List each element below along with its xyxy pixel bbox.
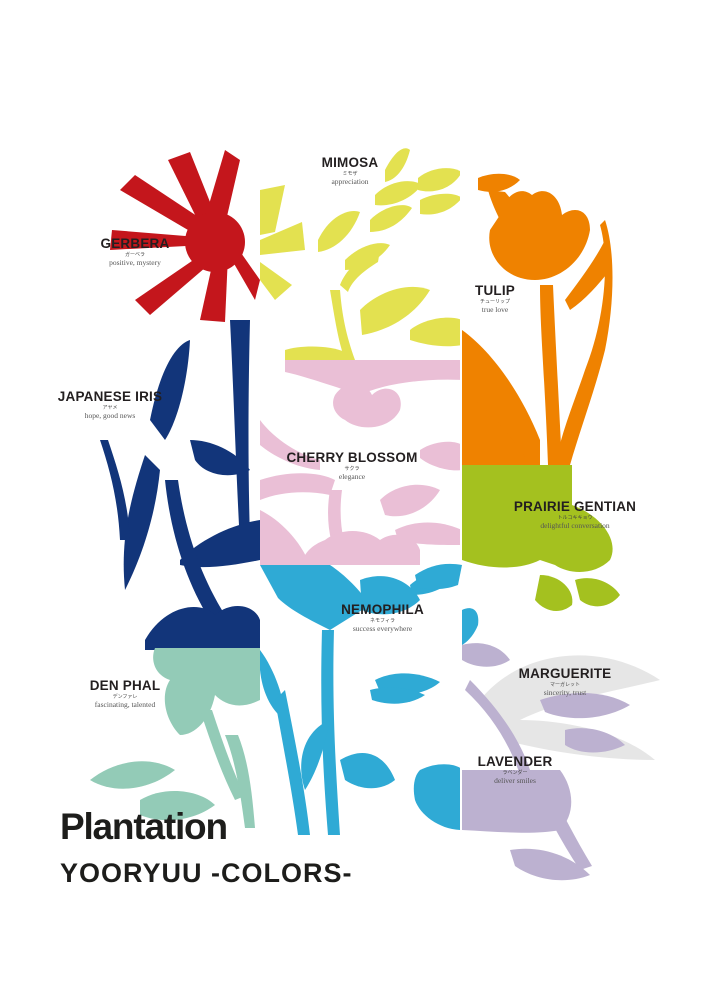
flower-label-marguerite: MARGUERITE マーガレット sincerity, trust bbox=[505, 667, 625, 696]
flower-meaning: true love bbox=[481, 304, 509, 314]
flower-meaning: success everywhere bbox=[352, 623, 413, 633]
den-phal-shape bbox=[90, 648, 260, 828]
tulip-shape bbox=[462, 173, 613, 465]
flower-label-tulip: TULIP チューリップ true love bbox=[445, 284, 545, 313]
flower-name: LAVENDER bbox=[477, 754, 553, 769]
flower-label-gerbera: GERBERA ガーベラ positive, mystery bbox=[85, 237, 185, 266]
gerbera-half-yellow bbox=[260, 185, 305, 300]
flower-name: DEN PHAL bbox=[89, 678, 161, 693]
japanese-iris-shape bbox=[100, 320, 260, 650]
flower-name-jp: ラベンダー bbox=[502, 769, 528, 776]
flower-name-jp: ネモフィラ bbox=[370, 617, 395, 624]
flower-meaning: elegance bbox=[338, 471, 366, 481]
flower-name: NEMOPHILA bbox=[341, 602, 424, 617]
prairie-gentian-shape bbox=[462, 465, 620, 612]
flower-name-jp: チューリップ bbox=[479, 298, 510, 305]
flower-label-prairie-gentian: PRAIRIE GENTIAN トルコキキョウ delightful conve… bbox=[500, 500, 650, 529]
flower-label-den-phal: DEN PHAL デンファレ fascinating, talented bbox=[70, 679, 180, 708]
flower-name-jp: ミモザ bbox=[342, 170, 358, 177]
flower-name: GERBERA bbox=[100, 236, 170, 251]
flower-name-jp: サクラ bbox=[344, 465, 360, 472]
flower-meaning: fascinating, talented bbox=[94, 699, 156, 709]
gerbera-shape bbox=[110, 150, 260, 322]
lavender-ext bbox=[370, 687, 425, 704]
lavender-shape bbox=[462, 643, 630, 881]
flower-meaning: hope, good news bbox=[84, 410, 136, 420]
flower-name: PRAIRIE GENTIAN bbox=[513, 499, 637, 514]
flower-meaning: deliver smiles bbox=[494, 775, 536, 785]
flower-name-jp: アヤメ bbox=[102, 404, 118, 411]
cherry-blossom-shape bbox=[260, 360, 460, 565]
flower-meaning: appreciation bbox=[331, 176, 369, 186]
flower-meaning: sincerity, trust bbox=[543, 687, 587, 697]
flower-meaning: delightful conversation bbox=[540, 520, 610, 530]
collection-subtitle: YOORYUU -COLORS- bbox=[60, 858, 353, 888]
flower-label-mimosa: MIMOSA ミモザ appreciation bbox=[300, 156, 400, 185]
flower-name-jp: デンファレ bbox=[112, 693, 138, 700]
flower-label-japanese-iris: JAPANESE IRIS アヤメ hope, good news bbox=[45, 390, 175, 419]
flower-label-cherry-blossom: CHERRY BLOSSOM サクラ elegance bbox=[277, 451, 427, 480]
flower-label-lavender: LAVENDER ラベンダー deliver smiles bbox=[460, 755, 570, 784]
nemophila-ext bbox=[415, 563, 479, 645]
brand-title: Plantation bbox=[60, 806, 228, 847]
marguerite-shape bbox=[480, 655, 660, 760]
flower-name: MIMOSA bbox=[321, 155, 379, 170]
flower-name-jp: トルコキキョウ bbox=[557, 514, 593, 521]
flower-name-jp: マーガレット bbox=[549, 681, 580, 688]
flower-name-jp: ガーベラ bbox=[124, 251, 145, 258]
mimosa-shape bbox=[285, 148, 460, 360]
flower-meaning: positive, mystery bbox=[109, 257, 161, 267]
flower-name: MARGUERITE bbox=[518, 666, 612, 681]
flower-name: TULIP bbox=[475, 283, 515, 298]
flower-name: JAPANESE IRIS bbox=[57, 389, 163, 404]
flower-label-nemophila: NEMOPHILA ネモフィラ success everywhere bbox=[315, 603, 450, 632]
flower-name: CHERRY BLOSSOM bbox=[286, 450, 418, 465]
